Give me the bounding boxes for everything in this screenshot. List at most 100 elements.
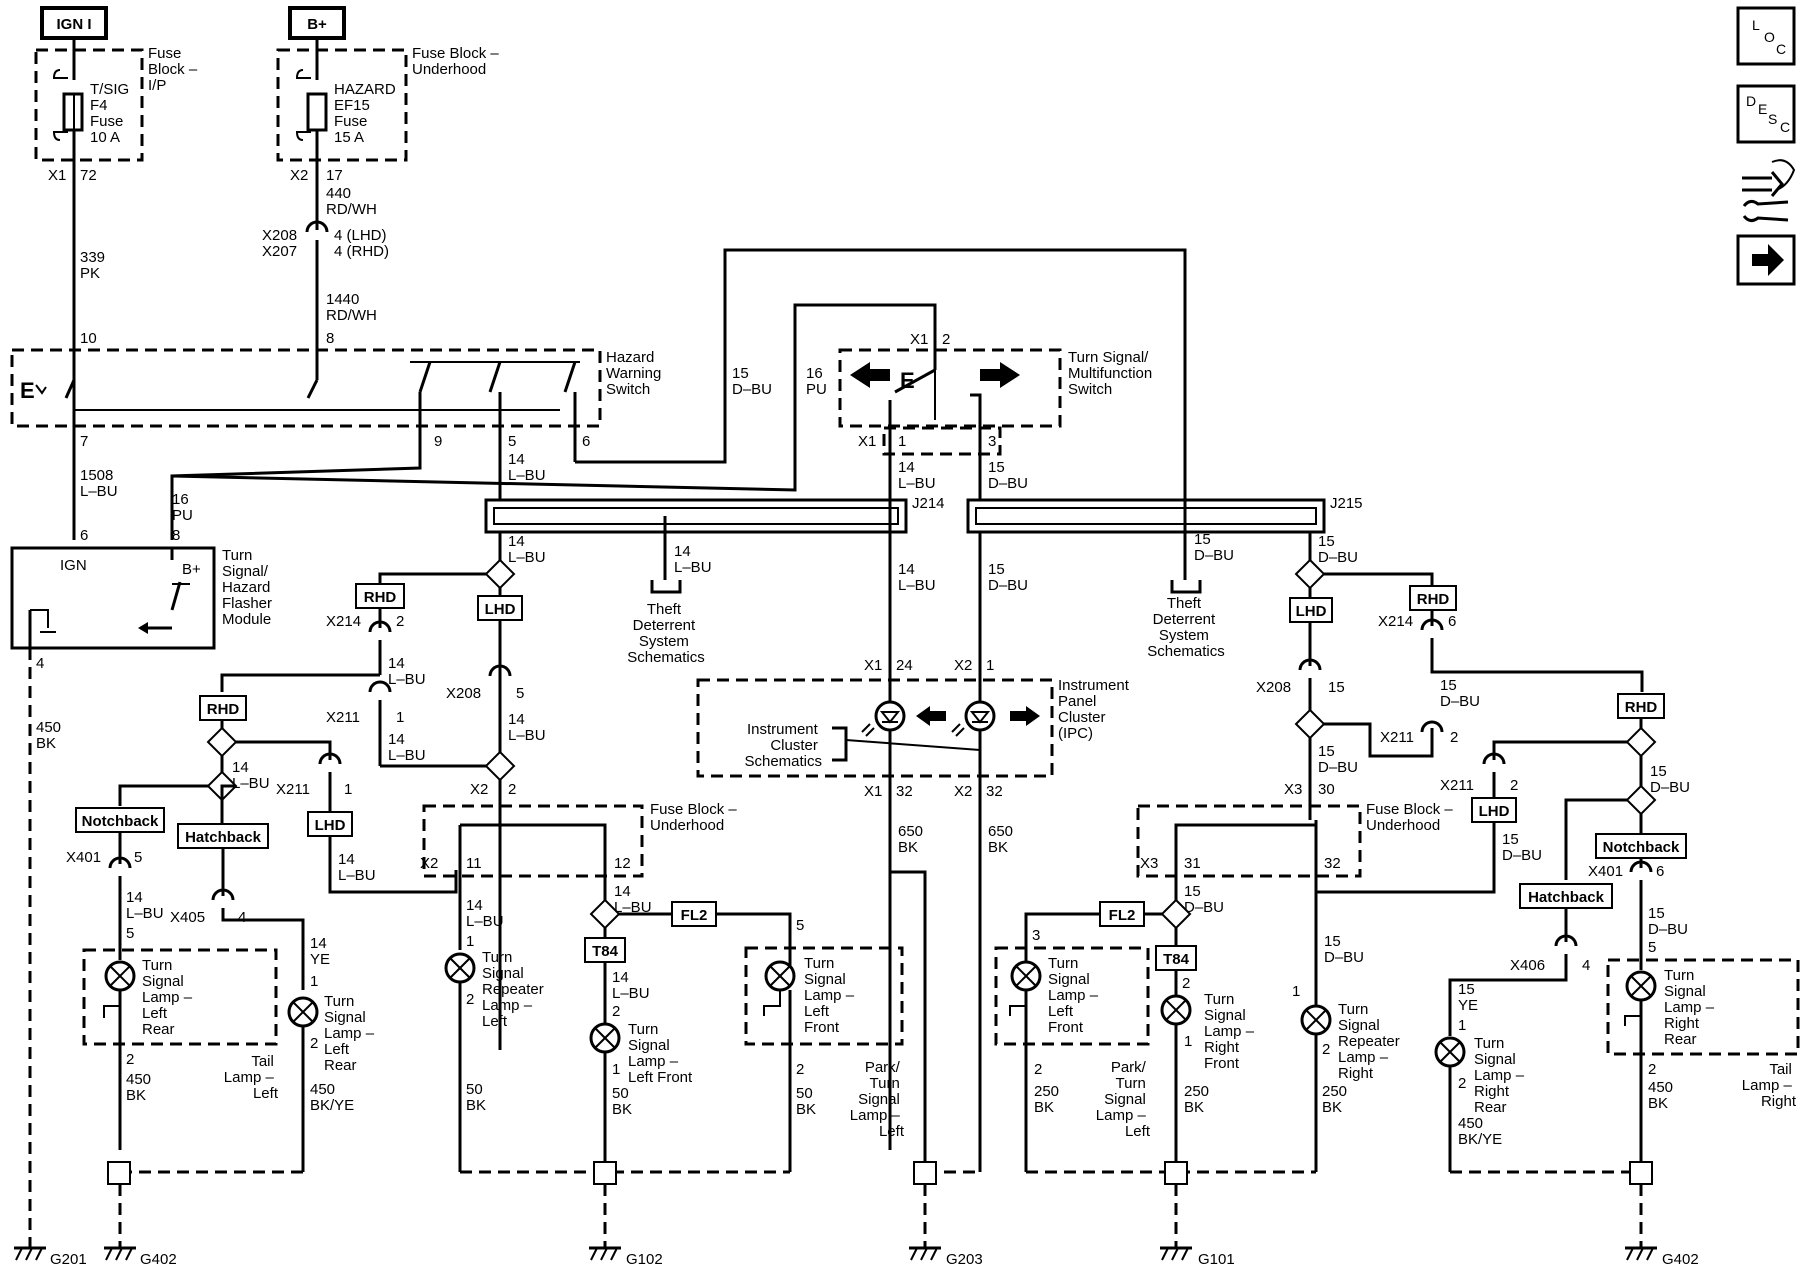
svg-text:10: 10: [80, 330, 97, 347]
lamp-left-rear-a: Turn Signal Lamp – Left Rear 2 450 BK: [103, 957, 196, 1150]
tag-fl2-right: FL2: [1099, 901, 1145, 927]
svg-text:15: 15: [1328, 679, 1345, 696]
svg-text:15: 15: [988, 459, 1005, 476]
svg-text:D–BU: D–BU: [988, 475, 1028, 492]
svg-text:YE: YE: [310, 951, 330, 968]
svg-text:9: 9: [434, 433, 442, 450]
bplus-power-source: B+: [288, 6, 346, 40]
svg-text:1: 1: [898, 433, 906, 450]
svg-text:Turn Signal Lamp –: Turn Signal Lamp – Left Rear: [142, 957, 196, 1038]
lamp-repeater-right: Turn Signal Repeater Lamp – Right 1 2 25…: [1292, 983, 1404, 1116]
ign-power-source: IGN I: [40, 6, 108, 40]
svg-text:1: 1: [310, 973, 318, 990]
fb-underhood-left-label: Fuse Block – Underhood: [650, 801, 741, 834]
svg-text:G402: G402: [1662, 1251, 1699, 1268]
svg-text:2: 2: [310, 1035, 318, 1052]
tag-hatchback-left: Hatchback: [177, 823, 269, 849]
tag-lhd-left-a: LHD: [477, 595, 523, 621]
svg-text:15: 15: [988, 561, 1005, 578]
park-turn-right-label: Park/ Turn Signal Lamp – Left: [1096, 1059, 1151, 1140]
svg-text:D–BU: D–BU: [1502, 847, 1542, 864]
desc-button[interactable]: D E S C: [1736, 84, 1796, 144]
svg-text:C: C: [1780, 119, 1790, 135]
svg-text:T84: T84: [1163, 951, 1190, 968]
svg-text:X406: X406: [1510, 957, 1545, 974]
svg-text:Turn Signal Repeat: Turn Signal Repeater Lamp – Left: [482, 949, 548, 1030]
svg-text:5: 5: [126, 925, 134, 942]
hazard-fuse-label: HAZARD EF15 Fuse 15 A: [334, 81, 400, 146]
lamp-left-front-c: Turn Signal Lamp – Left Front 2 250 BK: [1009, 955, 1099, 1172]
svg-text:4: 4: [36, 655, 44, 672]
svg-text:L–BU: L–BU: [508, 549, 546, 566]
svg-text:L–BU: L–BU: [508, 467, 546, 484]
svg-text:6: 6: [1448, 613, 1456, 630]
svg-text:2: 2: [1510, 777, 1518, 794]
tail-lamp-right-label: Tail Lamp – Right: [1742, 1061, 1797, 1110]
svg-text:X2: X2: [954, 783, 972, 800]
svg-text:24: 24: [896, 657, 913, 674]
svg-text:12: 12: [614, 855, 631, 872]
next-arrow-button[interactable]: [1736, 234, 1796, 286]
svg-text:5: 5: [796, 917, 804, 934]
loc-button[interactable]: L O C: [1736, 6, 1796, 66]
lamp-left-rear-b: Turn Signal Lamp – Left Rear 2 450 BK/YE: [287, 993, 375, 1172]
tag-rhd-right-a: RHD: [1409, 585, 1457, 611]
svg-text:L–BU: L–BU: [388, 747, 426, 764]
svg-text:8: 8: [326, 330, 334, 347]
svg-text:D–BU: D–BU: [1324, 949, 1364, 966]
svg-text:2: 2: [1648, 1061, 1656, 1078]
svg-text:14: 14: [674, 543, 691, 560]
ground-g101: G101: [1160, 1246, 1235, 1268]
svg-text:D–BU: D–BU: [1650, 779, 1690, 796]
svg-text:D–BU: D–BU: [988, 577, 1028, 594]
svg-text:72: 72: [80, 167, 97, 184]
svg-text:14: 14: [508, 533, 525, 550]
svg-text:Notchback: Notchback: [82, 813, 159, 830]
svg-text:14: 14: [388, 731, 405, 748]
connector-tools-icon[interactable]: [1742, 159, 1796, 223]
svg-text:5: 5: [134, 849, 142, 866]
svg-text:1: 1: [986, 657, 994, 674]
svg-text:2: 2: [1182, 975, 1190, 992]
lamp-right-rear-a: Turn Signal Lamp – Right Rear 2 450 BK/Y…: [1434, 1035, 1525, 1172]
svg-text:15: 15: [1648, 905, 1665, 922]
svg-text:L–BU: L–BU: [80, 483, 118, 500]
svg-text:PU: PU: [806, 381, 827, 398]
svg-text:5: 5: [508, 433, 516, 450]
svg-text:32: 32: [896, 783, 913, 800]
svg-text:X208: X208: [446, 685, 481, 702]
svg-text:BK: BK: [1184, 1099, 1204, 1116]
svg-text:BK: BK: [1648, 1095, 1668, 1112]
svg-text:31: 31: [1184, 855, 1201, 872]
svg-text:X3: X3: [1284, 781, 1302, 798]
svg-text:17: 17: [326, 167, 343, 184]
svg-text:G201: G201: [50, 1251, 87, 1268]
svg-text:Turn Signal Repeat: Turn Signal Repeater Lamp – Right: [1338, 1001, 1404, 1082]
svg-text:450: 450: [1648, 1079, 1673, 1096]
svg-text:L: L: [1752, 17, 1760, 33]
svg-text:30: 30: [1318, 781, 1335, 798]
fb-underhood-right-label: Fuse Block – Underhood: [1366, 801, 1457, 834]
svg-text:15: 15: [1458, 981, 1475, 998]
svg-text:1: 1: [612, 1061, 620, 1078]
svg-text:X1: X1: [864, 657, 882, 674]
svg-text:Hatchback: Hatchback: [185, 829, 262, 846]
svg-text:2: 2: [1034, 1061, 1042, 1078]
svg-text:D–BU: D–BU: [1194, 547, 1234, 564]
svg-text:14: 14: [338, 851, 355, 868]
svg-text:E: E: [1758, 101, 1767, 117]
svg-text:X2: X2: [470, 781, 488, 798]
ground-g102: G102: [589, 1246, 663, 1268]
svg-text:L–BU: L–BU: [614, 899, 652, 916]
svg-text:Theft Deterrent Sy: Theft Deterrent System Schematics: [627, 601, 705, 666]
svg-text:2: 2: [796, 1061, 804, 1078]
svg-text:X208: X208: [1256, 679, 1291, 696]
svg-text:BK: BK: [1034, 1099, 1054, 1116]
svg-text:D–BU: D–BU: [1648, 921, 1688, 938]
svg-text:2: 2: [1450, 729, 1458, 746]
svg-text:PK: PK: [80, 265, 100, 282]
svg-text:X211: X211: [276, 781, 310, 798]
svg-text:L–BU: L–BU: [232, 775, 270, 792]
svg-text:2: 2: [942, 331, 950, 348]
svg-text:14: 14: [508, 711, 525, 728]
